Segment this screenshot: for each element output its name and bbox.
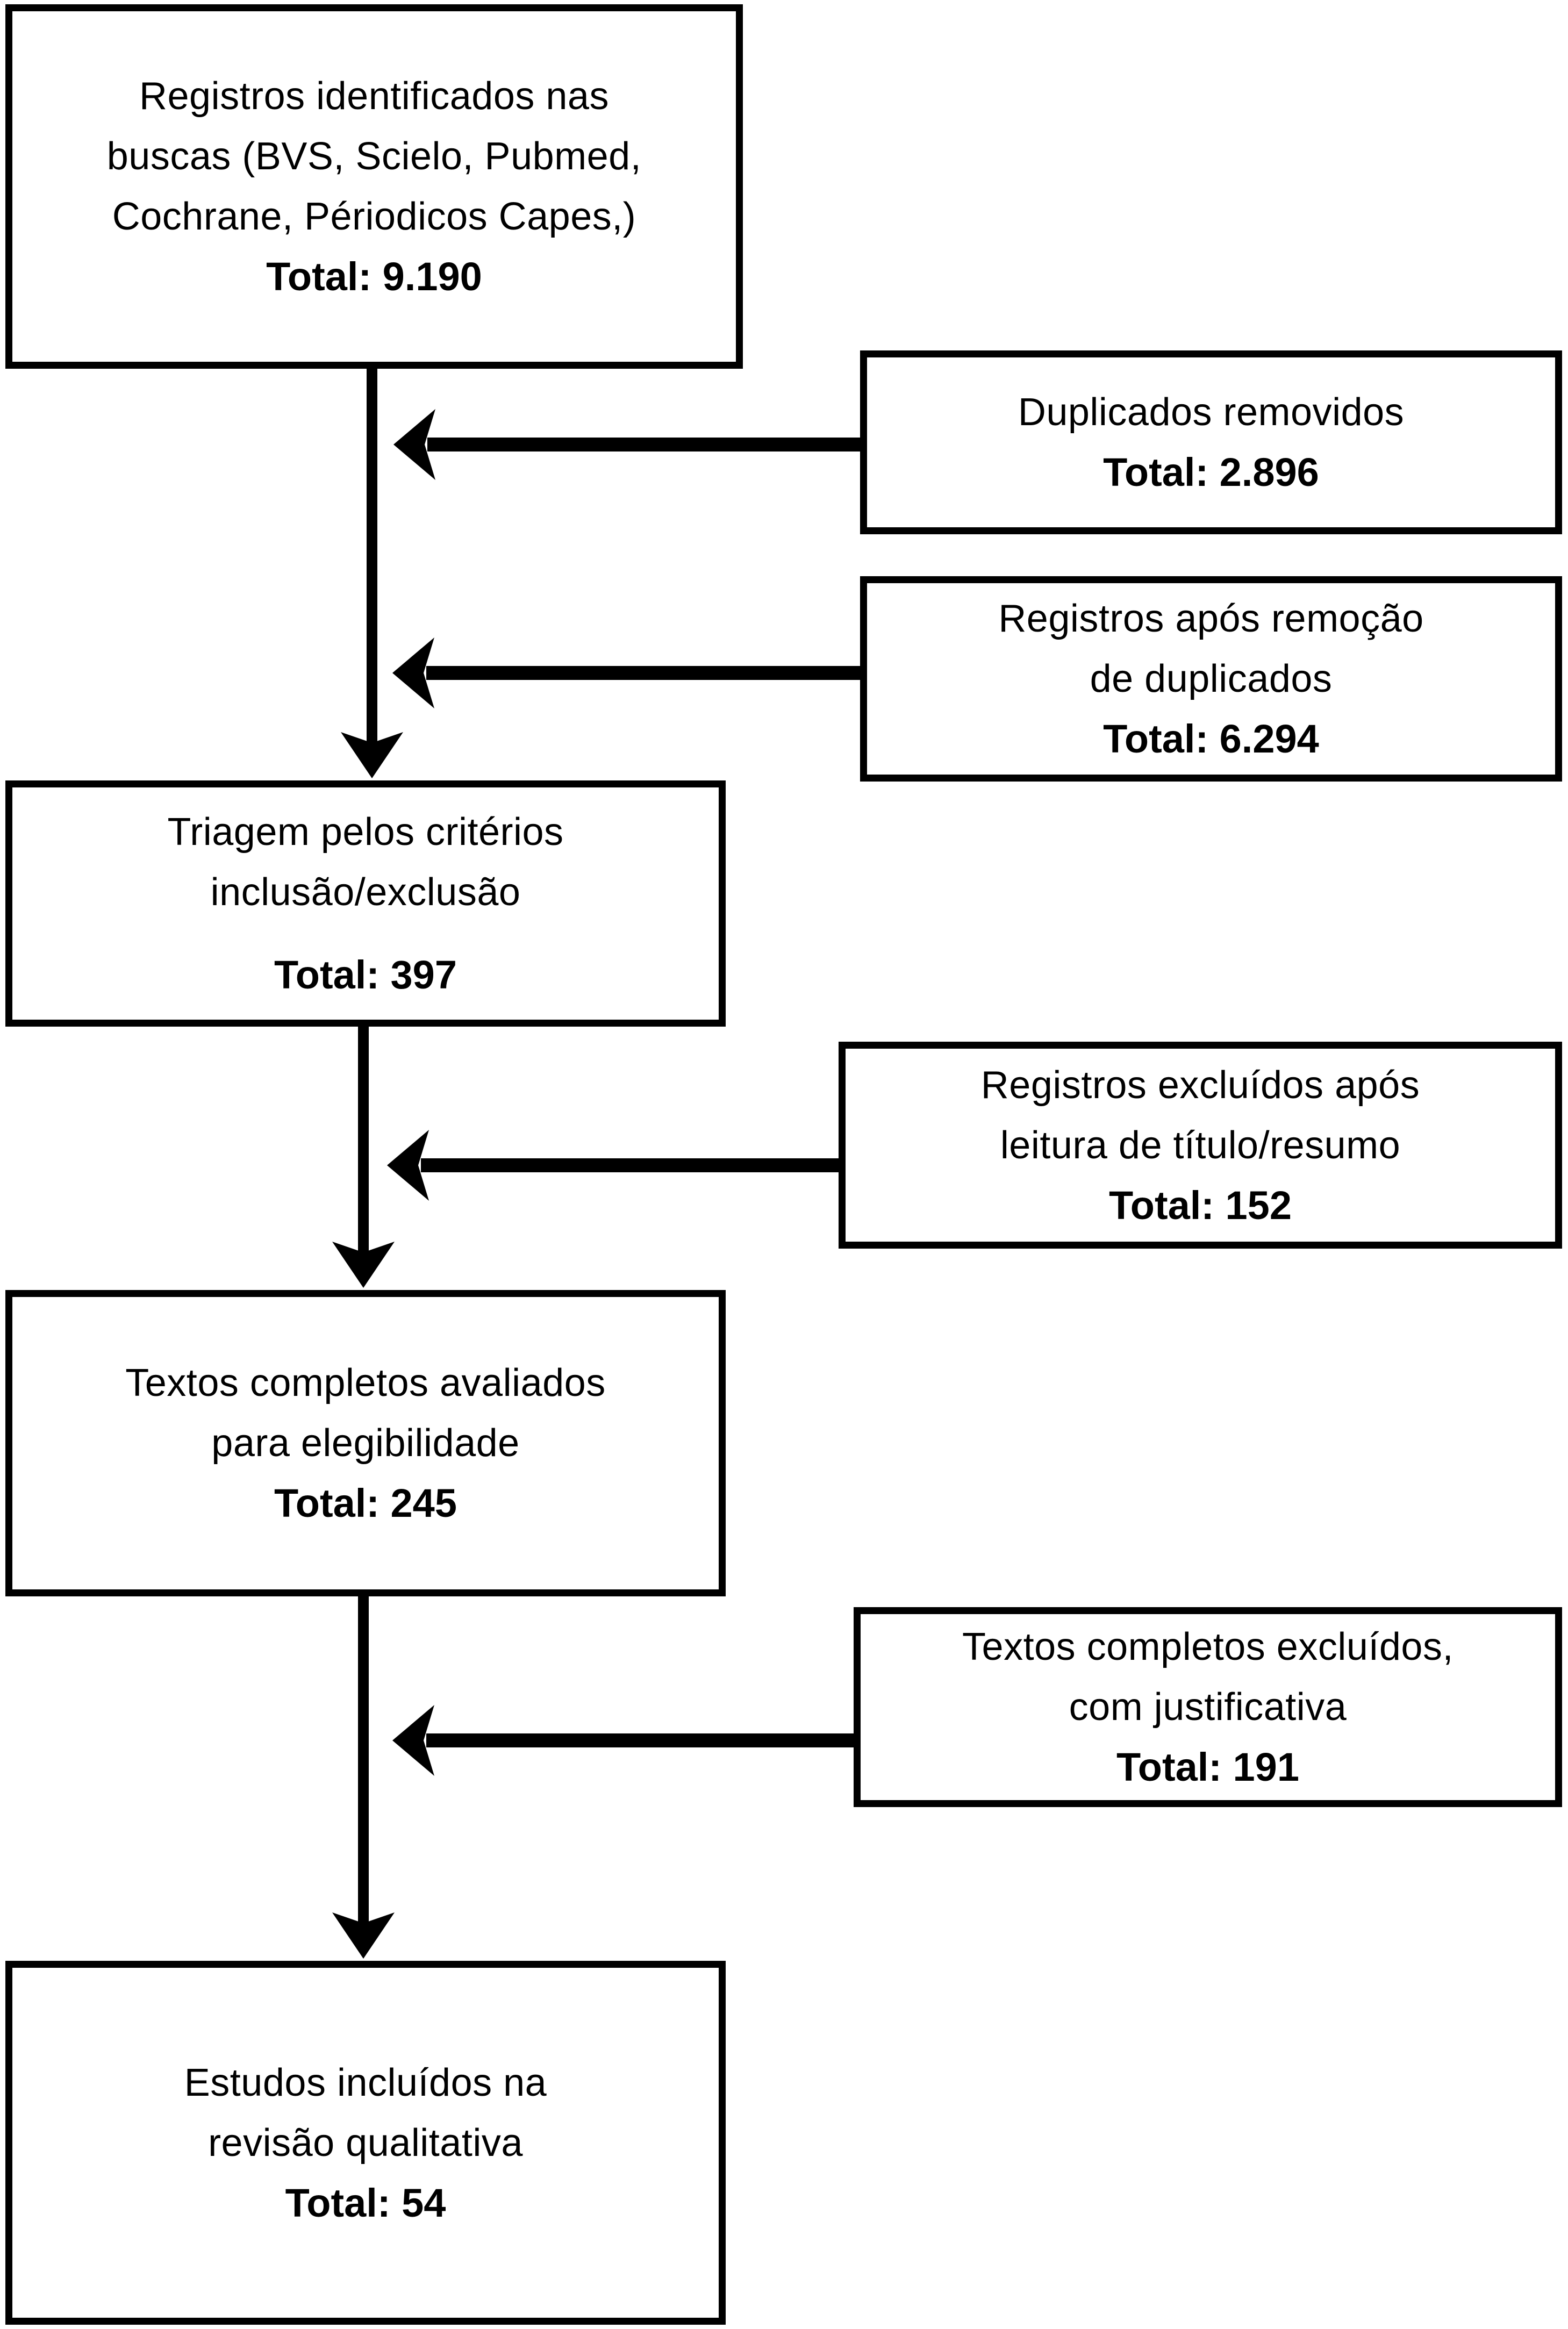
arrow-apos-remocao-head xyxy=(392,637,434,708)
arrow-textos-excluidos-head xyxy=(392,1705,434,1776)
box-line: Cochrane, Périodicos Capes,) xyxy=(112,195,636,238)
box-triagem-criterios: Triagem pelos critérios inclusão/exclusã… xyxy=(5,780,726,1027)
box-total: Total: 152 xyxy=(1109,1183,1292,1228)
box-line: Registros identificados nas xyxy=(139,75,609,118)
box-total: Total: 6.294 xyxy=(1103,716,1319,761)
box-total: Total: 9.190 xyxy=(266,254,482,299)
arrow-avaliados-to-estudos-head xyxy=(332,1912,395,1959)
box-line: Estudos incluídos na xyxy=(184,2061,547,2104)
box-registros-identificados: Registros identificados nas buscas (BVS,… xyxy=(5,4,743,369)
box-line: Triagem pelos critérios xyxy=(167,811,564,854)
box-total: Total: 54 xyxy=(285,2180,446,2225)
box-line: buscas (BVS, Scielo, Pubmed, xyxy=(106,135,642,178)
box-line: Textos completos avaliados xyxy=(125,1361,606,1404)
box-estudos-incluidos: Estudos incluídos na revisão qualitativa… xyxy=(5,1961,726,2325)
box-line: Textos completos excluídos, xyxy=(962,1625,1454,1668)
box-total: Total: 245 xyxy=(274,1481,457,1525)
box-textos-completos-avaliados: Textos completos avaliados para elegibil… xyxy=(5,1290,726,1596)
box-registros-apos-remocao: Registros após remoção de duplicados Tot… xyxy=(860,576,1562,782)
box-line: inclusão/exclusão xyxy=(210,871,521,914)
box-line: Registros após remoção xyxy=(998,597,1424,640)
box-line: leitura de título/resumo xyxy=(1000,1123,1401,1167)
box-total: Total: 397 xyxy=(274,952,457,997)
box-line: revisão qualitativa xyxy=(208,2121,523,2165)
box-textos-completos-excluidos: Textos completos excluídos, com justific… xyxy=(854,1607,1562,1807)
box-line: com justificativa xyxy=(1069,1686,1347,1729)
arrow-duplicados-head xyxy=(393,409,435,480)
box-line: Registros excluídos após xyxy=(980,1063,1420,1107)
box-line: de duplicados xyxy=(1090,657,1333,700)
box-line: para elegibilidade xyxy=(211,1422,520,1465)
arrow-triagem-to-avaliados-head xyxy=(332,1242,395,1288)
arrow-identificados-to-triagem-head xyxy=(341,732,403,778)
box-registros-excluidos-titulo-resumo: Registros excluídos após leitura de títu… xyxy=(839,1042,1562,1249)
box-duplicados-removidos: Duplicados removidos Total: 2.896 xyxy=(860,350,1562,534)
arrow-excluidos-titulo-head xyxy=(387,1130,429,1201)
box-total: Total: 2.896 xyxy=(1103,450,1319,495)
box-total: Total: 191 xyxy=(1116,1745,1299,1789)
box-line: Duplicados removidos xyxy=(1018,391,1405,434)
